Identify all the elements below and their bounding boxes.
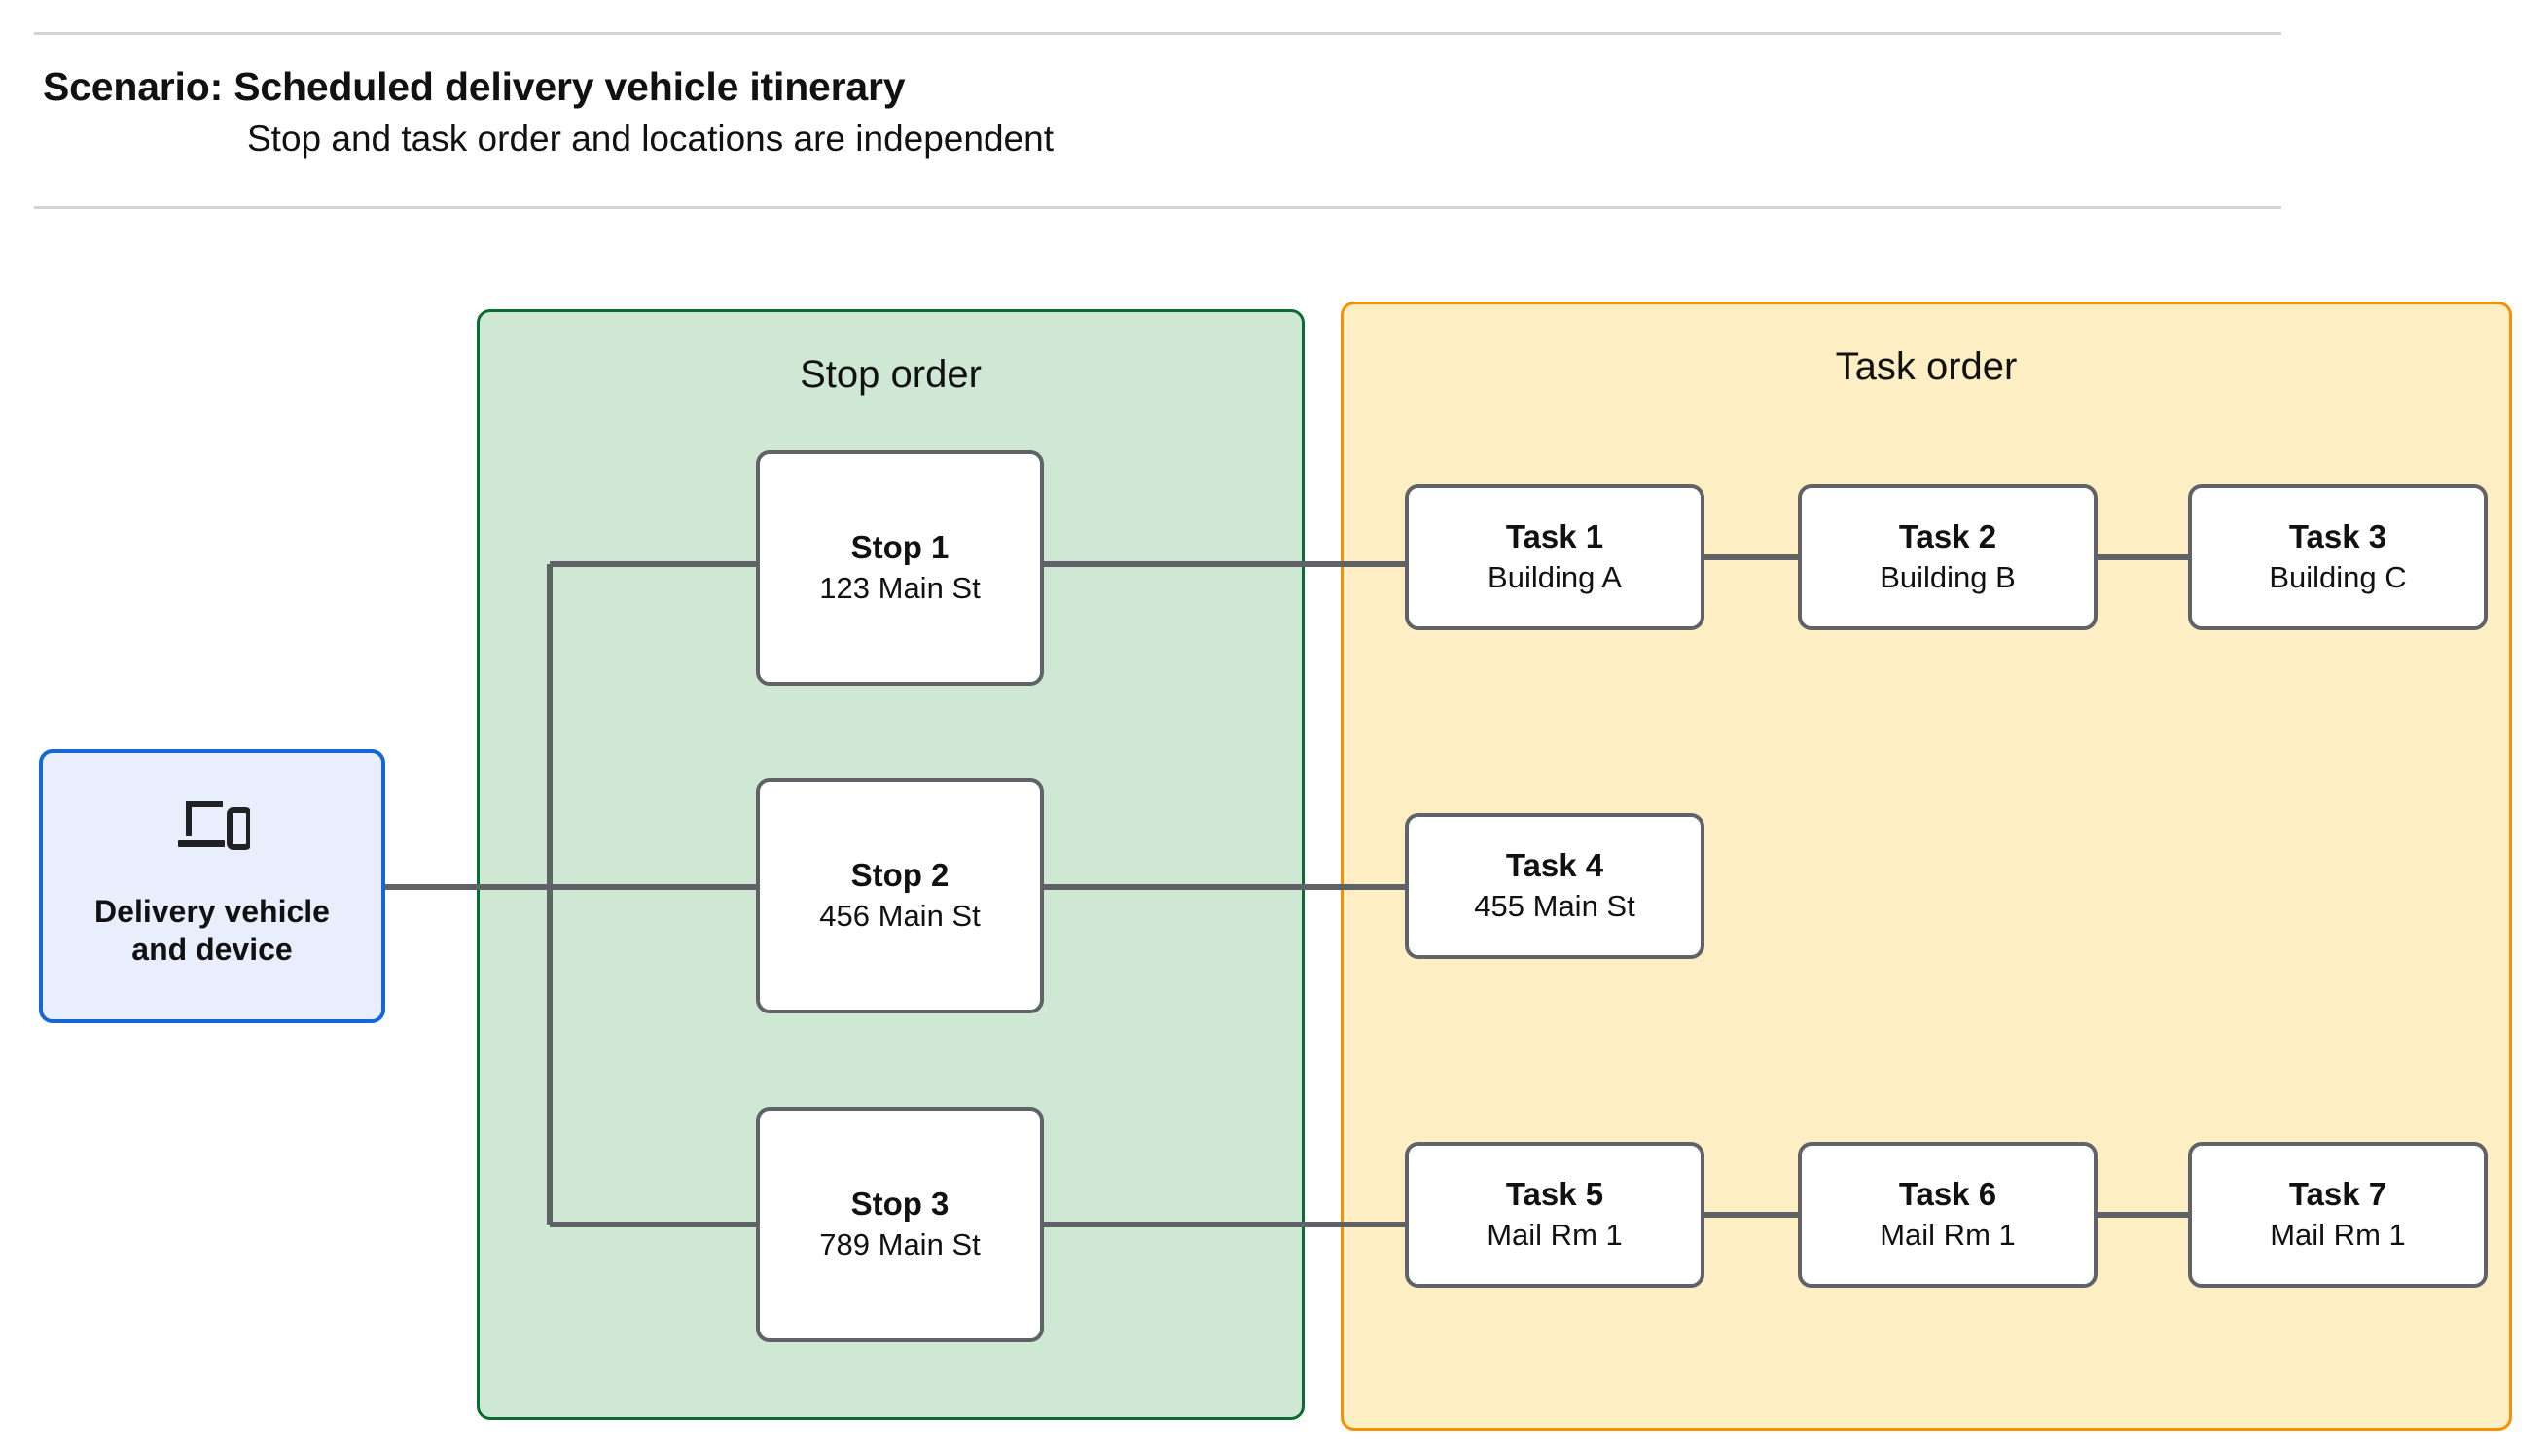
- task-node-5-name: Task 5: [1505, 1176, 1604, 1213]
- scenario-title: Scenario: Scheduled delivery vehicle iti…: [43, 64, 906, 109]
- header-divider-bottom: [34, 206, 2281, 209]
- task-node-7-location: Mail Rm 1: [2270, 1218, 2406, 1253]
- delivery-vehicle-node[interactable]: Delivery vehicle and device: [39, 749, 385, 1023]
- stop-node-2-name: Stop 2: [850, 857, 950, 894]
- stop-node-2-location: 456 Main St: [819, 899, 981, 934]
- stop-node-1-name: Stop 1: [850, 529, 950, 566]
- task-node-6-location: Mail Rm 1: [1880, 1218, 2016, 1253]
- task-node-6-name: Task 6: [1898, 1176, 1997, 1213]
- stop-node-1-location: 123 Main St: [819, 571, 981, 606]
- task-node-2-name: Task 2: [1898, 518, 1997, 555]
- delivery-vehicle-label: Delivery vehicle and device: [94, 893, 330, 967]
- task-node-7-name: Task 7: [2288, 1176, 2387, 1213]
- task-node-3[interactable]: Task 3 Building C: [2188, 484, 2488, 630]
- header-divider-top: [34, 32, 2281, 35]
- task-node-4[interactable]: Task 4 455 Main St: [1405, 813, 1704, 959]
- stop-order-title: Stop order: [800, 353, 982, 396]
- task-node-4-location: 455 Main St: [1474, 889, 1635, 924]
- task-node-2[interactable]: Task 2 Building B: [1798, 484, 2098, 630]
- stop-node-3-name: Stop 3: [850, 1186, 950, 1223]
- task-node-6[interactable]: Task 6 Mail Rm 1: [1798, 1142, 2098, 1288]
- task-order-title: Task order: [1835, 345, 2018, 388]
- task-node-3-name: Task 3: [2288, 518, 2387, 555]
- scenario-subtitle: Stop and task order and locations are in…: [247, 119, 1054, 159]
- task-node-1[interactable]: Task 1 Building A: [1405, 484, 1704, 630]
- stop-node-1[interactable]: Stop 1 123 Main St: [756, 450, 1044, 686]
- stop-node-3-location: 789 Main St: [819, 1227, 981, 1262]
- task-node-1-location: Building A: [1488, 560, 1622, 595]
- task-node-5[interactable]: Task 5 Mail Rm 1: [1405, 1142, 1704, 1288]
- task-node-5-location: Mail Rm 1: [1487, 1218, 1623, 1253]
- stop-node-3[interactable]: Stop 3 789 Main St: [756, 1107, 1044, 1342]
- task-node-1-name: Task 1: [1505, 518, 1604, 555]
- task-node-3-location: Building C: [2269, 560, 2407, 595]
- task-node-7[interactable]: Task 7 Mail Rm 1: [2188, 1142, 2488, 1288]
- devices-icon: [178, 800, 250, 850]
- stop-node-2[interactable]: Stop 2 456 Main St: [756, 778, 1044, 1013]
- task-node-2-location: Building B: [1880, 560, 2016, 595]
- task-node-4-name: Task 4: [1505, 847, 1604, 884]
